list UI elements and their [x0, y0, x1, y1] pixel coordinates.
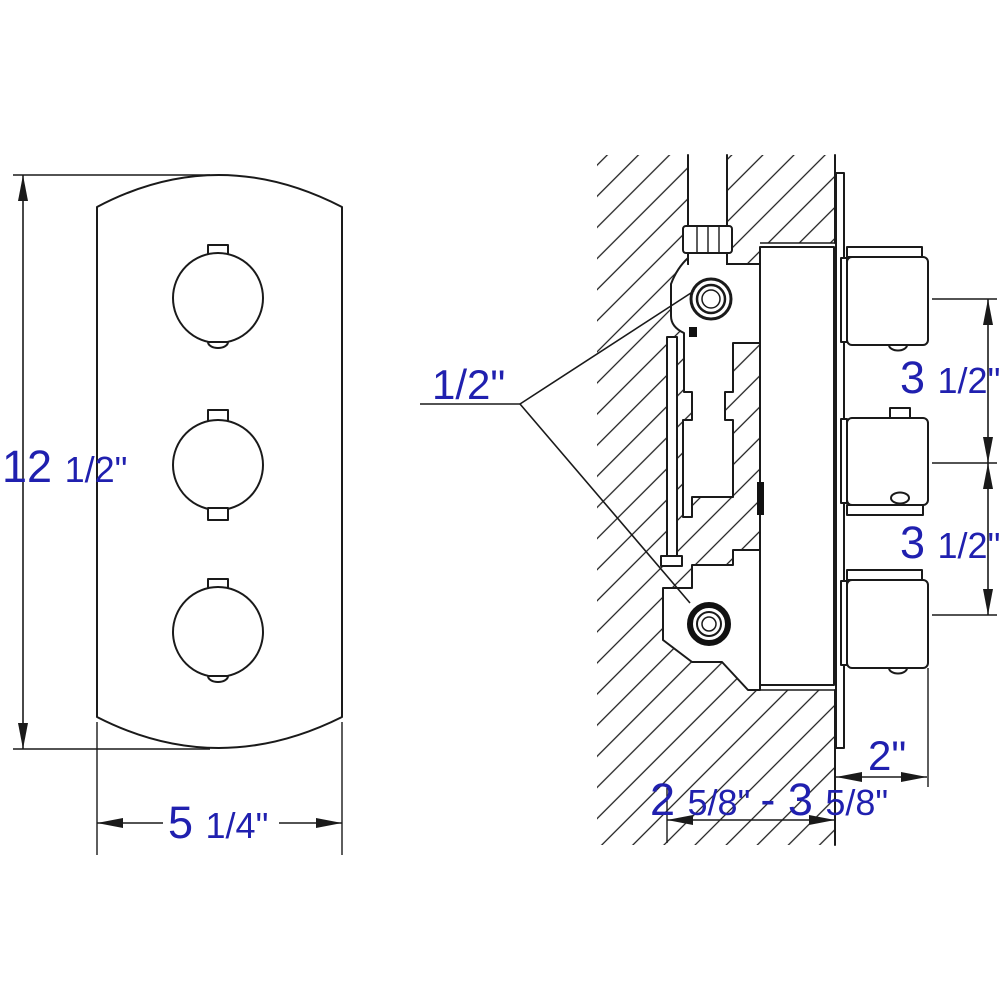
- port-mid-ring: [695, 283, 727, 315]
- front-knob-middle: [172, 409, 264, 521]
- knob-lip: [846, 569, 923, 581]
- dim-width-label: 5 1/4": [168, 797, 268, 848]
- seal-mid: [757, 482, 764, 515]
- arrowhead-right: [809, 815, 835, 825]
- valve-body-upper: [670, 257, 761, 518]
- supply-pipe: [682, 154, 733, 265]
- knob-body: [846, 417, 929, 506]
- dim-knob-protrusion: 2": [836, 668, 929, 787]
- port-inner-ring: [701, 289, 721, 309]
- port-inner-ring: [701, 616, 717, 632]
- arrowhead-up: [983, 463, 993, 489]
- side-knob-middle: [840, 407, 929, 516]
- dim-height-label: 12 1/2": [2, 441, 127, 492]
- label-backing: [163, 800, 279, 842]
- arrowhead-left: [667, 815, 693, 825]
- knob-lip: [846, 246, 923, 258]
- arrowhead-right: [901, 772, 927, 782]
- knob-bottom-lip: [846, 504, 924, 516]
- dim-spacing-bottom-label: 3 1/2": [900, 517, 1000, 568]
- valve-cartridge-housing: [759, 246, 835, 686]
- port-mid-ring: [696, 611, 722, 637]
- knob-circle: [172, 586, 264, 678]
- dim-connection-label: 1/2": [432, 361, 505, 408]
- knob-detail-notch: [888, 667, 908, 675]
- leader-to-upper-port: [519, 290, 695, 405]
- dim-protrusion-label: 2": [868, 732, 906, 779]
- knob-bottom-notch: [207, 675, 229, 683]
- arrowhead-down: [983, 589, 993, 615]
- front-view: 12 1/2" 5 1/4": [2, 174, 343, 855]
- side-knob-top: [840, 246, 929, 352]
- front-knob-top: [172, 244, 264, 349]
- port-outer-ring: [687, 602, 731, 646]
- arrowhead-up: [983, 299, 993, 325]
- knob-bottom-tab: [207, 507, 229, 521]
- dim-connection-leader: 1/2": [420, 290, 695, 604]
- dim-width: 5 1/4": [96, 722, 343, 855]
- lower-port: [687, 602, 731, 646]
- knob-top-tab: [889, 407, 911, 419]
- knob-bottom-notch: [207, 341, 229, 349]
- arrowhead-left: [836, 772, 862, 782]
- arrowhead-up: [18, 175, 28, 201]
- knob-detail-ellipse: [890, 491, 910, 505]
- knob-circle: [172, 419, 264, 511]
- mounting-bracket-plate: [666, 336, 678, 564]
- dim-height: 12 1/2": [2, 174, 210, 750]
- front-trim-plate: [96, 174, 343, 749]
- knob-body: [846, 256, 929, 346]
- dim-spacing-top-label: 3 1/2": [900, 352, 1000, 403]
- arrowhead-down: [983, 437, 993, 463]
- dim-depth-label: 2 5/8" - 3 5/8": [650, 774, 888, 825]
- arrowhead-down: [18, 723, 28, 749]
- knob-detail-notch: [888, 344, 908, 352]
- upper-port: [689, 277, 733, 321]
- side-knob-bottom: [840, 569, 929, 675]
- side-view: 1/2" 3 1/2" 3 1/2" 2": [420, 154, 1000, 846]
- dim-depth-range: 2 5/8" - 3 5/8": [650, 774, 888, 843]
- mounting-bracket-foot: [660, 555, 683, 567]
- seal-upper: [689, 327, 697, 337]
- front-knob-bottom: [172, 578, 264, 683]
- knob-circle: [172, 252, 264, 344]
- arrowhead-left: [97, 818, 123, 828]
- knob-body: [846, 579, 929, 669]
- leader-to-lower-port: [519, 403, 691, 604]
- arrowhead-right: [316, 818, 342, 828]
- dim-knob-spacing: 3 1/2" 3 1/2": [900, 298, 1000, 616]
